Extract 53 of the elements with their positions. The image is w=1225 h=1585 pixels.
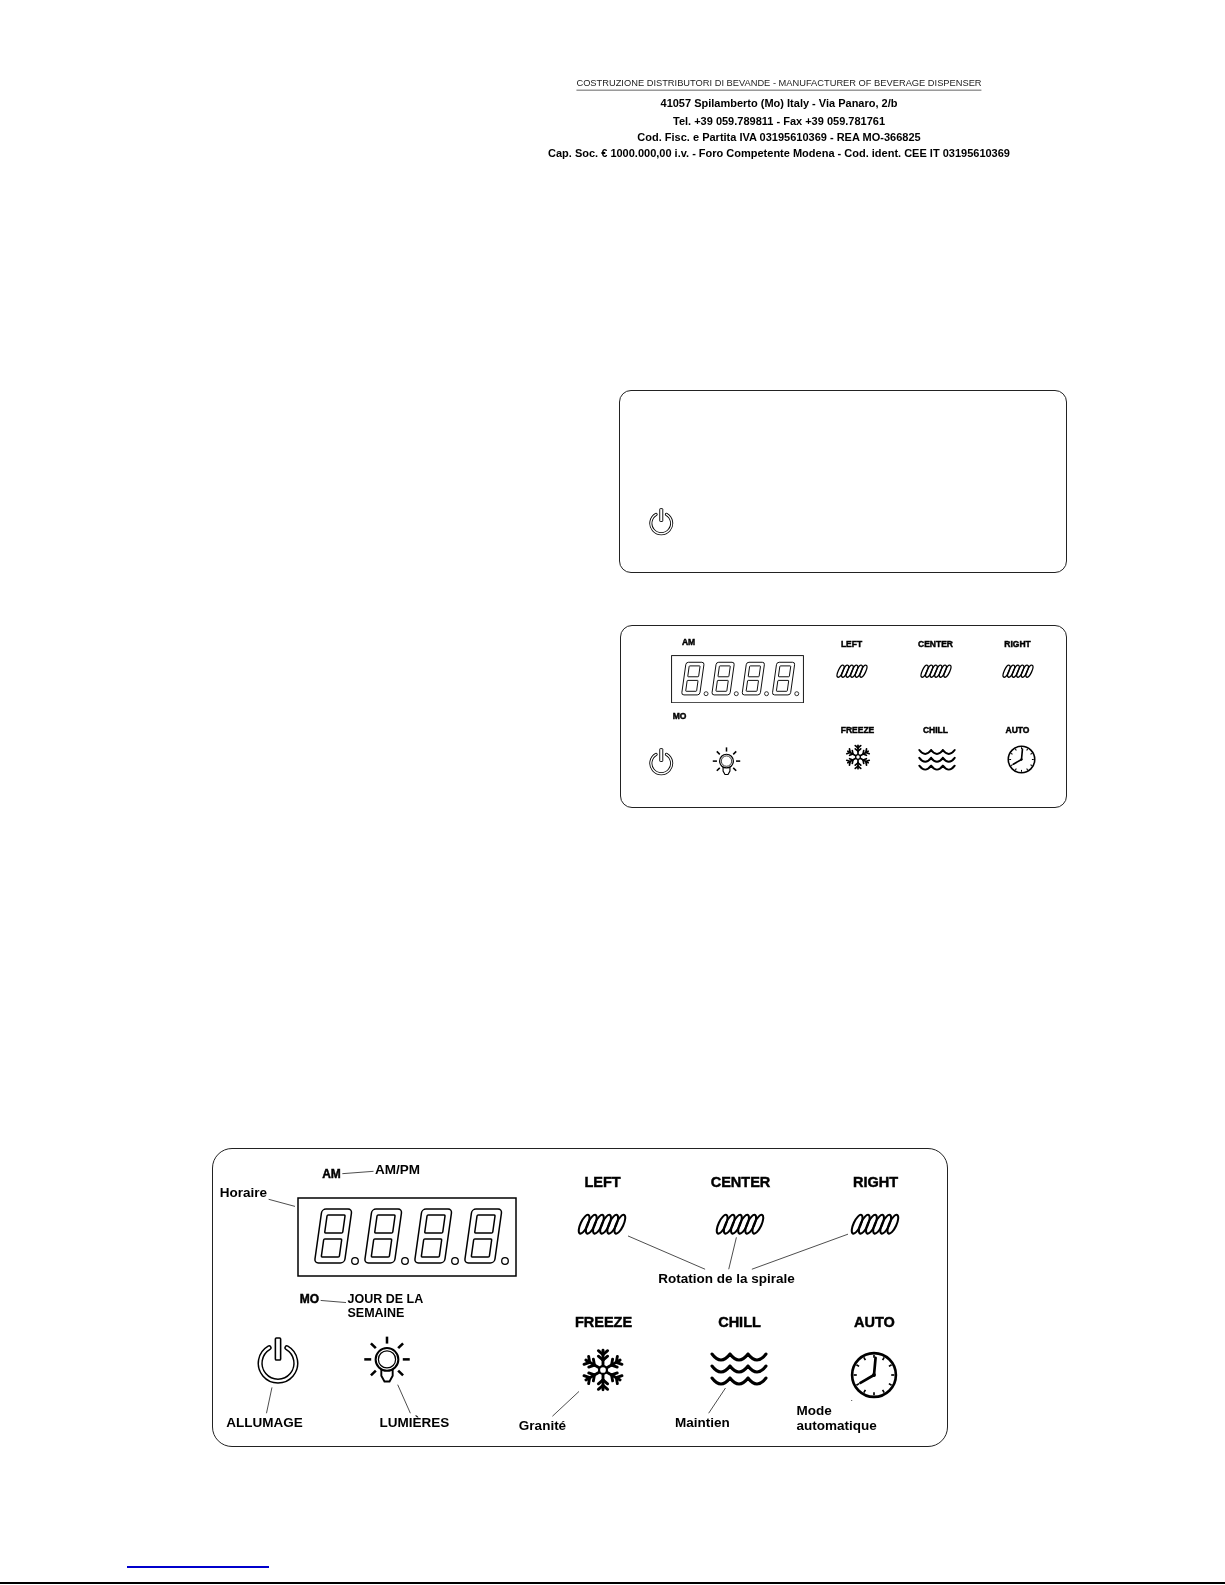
callout-label: Granité: [518, 1417, 567, 1434]
panel-label: AUTO: [854, 1313, 895, 1330]
panel-label: LEFT: [840, 639, 863, 650]
panel-label: CHILL: [923, 725, 948, 736]
panel-label: CHILL: [718, 1313, 761, 1330]
indicator-label: AM: [681, 637, 696, 648]
power-icon: [256, 1337, 299, 1386]
panel-label: RIGHT: [852, 1173, 899, 1190]
callout-label: AM/PM: [375, 1161, 420, 1178]
clock-icon: [849, 1350, 898, 1399]
callout-label: Rotation de la spirale: [658, 1270, 795, 1287]
letterhead-heading: COSTRUZIONE DISTRIBUTORI DI BEVANDE - MANUFACTURER OF BEVERAGE DISPENSER: [576, 77, 982, 91]
panel-label: FREEZE: [574, 1313, 633, 1330]
leader-line: [850, 1399, 853, 1402]
panel-label: FREEZE: [840, 725, 875, 736]
callout-label: ALLUMAGE: [226, 1414, 303, 1431]
leader-line: [708, 1387, 726, 1414]
coil-icon: [714, 1213, 765, 1236]
leader-line: [341, 1170, 374, 1175]
control-panel: [620, 625, 1067, 808]
callout-label: Mode automatique: [796, 1402, 878, 1434]
callout-label: Horaire: [219, 1184, 268, 1201]
panel-label: AUTO: [1005, 725, 1030, 736]
letterhead-line: Cod. Fisc. e Partita IVA 03195610369 - REA MO-366825: [637, 130, 921, 144]
leader-line: [268, 1198, 296, 1207]
coil-icon: [576, 1213, 627, 1236]
control-panel: [619, 390, 1067, 573]
callout-label: Maintien: [675, 1414, 730, 1431]
letterhead-line: Tel. +39 059.789811 - Fax +39 059.781761: [673, 114, 885, 128]
light-bulb-icon: [362, 1335, 411, 1384]
leader-line: [397, 1384, 411, 1414]
leader-line: [320, 1300, 347, 1303]
waves-icon: [709, 1350, 768, 1387]
indicator-label: MO: [299, 1292, 320, 1307]
letterhead-line: 41057 Spilamberto (Mo) Italy - Via Panaro, 2/b: [660, 96, 898, 110]
panel-label: LEFT: [584, 1173, 621, 1190]
digit-display: [296, 1196, 517, 1277]
callout-label: JOUR DE LA SEMAINE: [347, 1291, 424, 1321]
control-panel: [212, 1148, 948, 1447]
indicator-label: AM: [322, 1167, 341, 1182]
indicator-label: MO: [672, 711, 687, 722]
snowflake-icon: [580, 1347, 625, 1392]
callout-label: LUMIÈRES: [379, 1414, 450, 1431]
leader-line: [266, 1386, 273, 1414]
panel-label: RIGHT: [1004, 639, 1031, 650]
panel-label: CENTER: [710, 1173, 771, 1190]
panel-label: CENTER: [918, 639, 953, 650]
leader-line: [728, 1236, 737, 1270]
letterhead-line: Cap. Soc. € 1000.000,00 i.v. - Foro Competente Modena - Cod. ident. CEE IT 03195610369: [548, 146, 1010, 160]
leader-line: [627, 1235, 706, 1270]
coil-icon: [849, 1213, 900, 1236]
leader-line: [751, 1233, 849, 1270]
leader-line: [551, 1391, 580, 1417]
